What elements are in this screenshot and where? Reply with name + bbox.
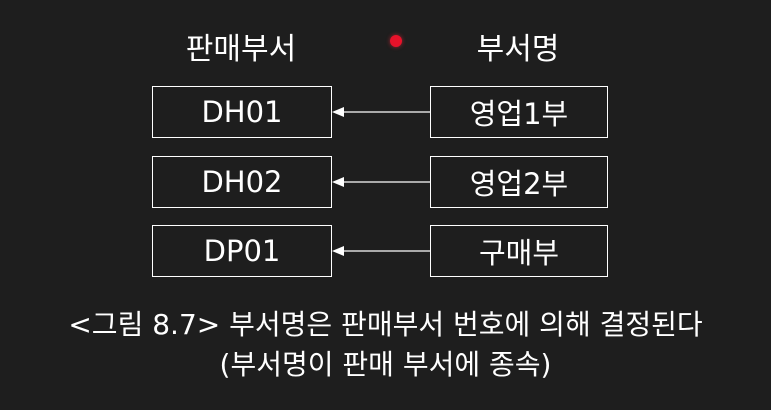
name-box-sales2: 영업2부 [430,156,608,208]
name-box-purchasing: 구매부 [430,225,608,277]
code-box-dp01: DP01 [152,225,332,277]
code-box-dh02: DH02 [152,156,332,208]
arrowhead-row2 [332,177,344,187]
laser-pointer-dot [390,35,402,47]
figure-caption-line2: (부서명이 판매 부서에 종속) [219,348,552,381]
code-box-dh01: DH01 [152,86,332,138]
figure-caption-line1: <그림 8.7> 부서명은 판매부서 번호에 의해 결정된다 [68,308,703,341]
name-box-sales1: 영업1부 [430,86,608,138]
arrowhead-row3 [332,246,344,256]
right-column-header: 부서명 [476,32,560,67]
arrowhead-row1 [332,107,344,117]
left-column-header: 판매부서 [185,32,297,67]
